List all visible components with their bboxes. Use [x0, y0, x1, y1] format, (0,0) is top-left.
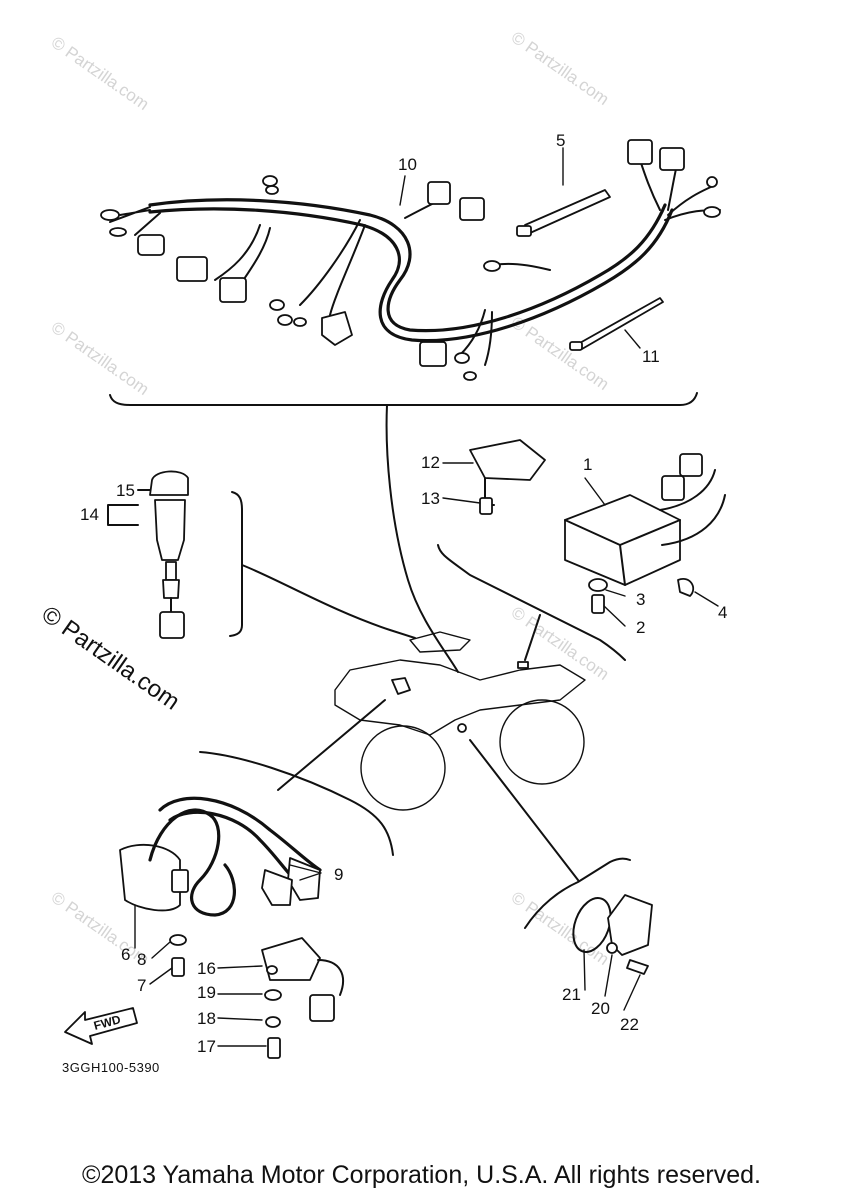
cdi-unit: [469, 439, 726, 614]
callout-6: 6: [121, 945, 130, 964]
bracket-coil: [199, 751, 394, 856]
callout-3: 3: [636, 590, 645, 609]
wire-harness: [100, 139, 721, 381]
callout-2: 2: [636, 618, 645, 637]
callout-18: 18: [197, 1009, 216, 1028]
leader-cdi: [524, 614, 541, 661]
callout-5: 5: [556, 131, 565, 150]
callout-4: 4: [718, 603, 727, 622]
callout-11: 11: [642, 347, 660, 366]
callout-8: 8: [137, 950, 146, 969]
watermark-text: © Partzilla.com: [508, 603, 613, 684]
relay-assembly: [261, 937, 345, 1059]
callout-16: 16: [197, 959, 216, 978]
main-switch-assembly: [149, 470, 189, 639]
cable-tie-5: [516, 189, 611, 237]
callout-15: 15: [116, 481, 135, 500]
diagram-code: 3GGH100-5390: [62, 1060, 160, 1075]
forward-arrow: FWD: [64, 1007, 138, 1045]
callout-21: 21: [562, 985, 581, 1004]
cable-tie-11: [569, 297, 664, 351]
bracket-harness: [109, 392, 698, 406]
bracket-pickup: [524, 857, 631, 929]
watermark-text: © Partzilla.com: [508, 313, 613, 394]
callout-7: 7: [137, 976, 146, 995]
callout-leaders: [134, 147, 719, 1047]
fwd-label: FWD: [92, 1012, 122, 1033]
callout-13: 13: [421, 489, 440, 508]
leader-switch: [241, 564, 416, 639]
watermark-text: © Partzilla.com: [48, 33, 153, 114]
pickup-coil-assembly: [572, 894, 653, 975]
callout-9: 9: [334, 865, 343, 884]
bracket-cdi: [437, 544, 626, 661]
callout-10: 10: [398, 155, 417, 174]
callout-22: 22: [620, 1015, 639, 1034]
watermark-text: © Partzilla.com: [48, 318, 153, 399]
bracket-switch: [229, 491, 243, 637]
leader-harness: [385, 404, 459, 673]
leader-pickup: [469, 739, 579, 881]
bracket-14: [107, 489, 151, 526]
callout-20: 20: [591, 999, 610, 1018]
vehicle-outline: [334, 631, 586, 811]
watermark-text: © Partzilla.com: [508, 888, 613, 969]
callout-1: 1: [583, 455, 592, 474]
callout-12: 12: [421, 453, 440, 472]
ignition-coil: [119, 796, 322, 977]
callout-19: 19: [197, 983, 216, 1002]
callout-17: 17: [197, 1037, 216, 1056]
leader-coil: [277, 699, 386, 791]
copyright-notice: ©2013 Yamaha Motor Corporation, U.S.A. A…: [82, 1161, 761, 1189]
callout-14: 14: [80, 505, 99, 524]
callout-labels: 1 2 3 4 5 6 7 8 9 10 11 12 13 14 15 16 1…: [80, 131, 727, 1056]
watermark-text: © Partzilla.com: [508, 28, 613, 109]
